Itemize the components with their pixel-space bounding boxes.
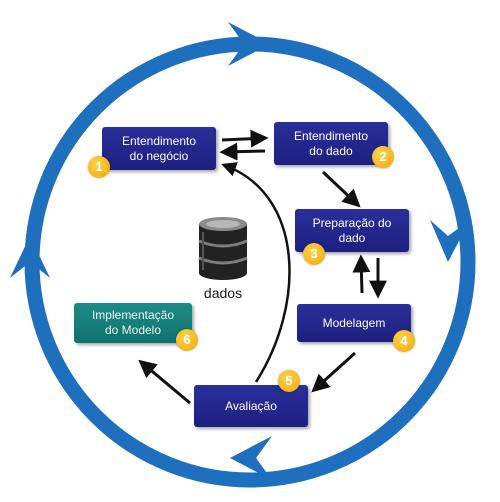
- arrow-2-to-3: [321, 170, 361, 208]
- step-2-label-line2: do dado: [309, 143, 353, 158]
- step-1-badge: 1: [88, 156, 110, 178]
- step-2-badge: 2: [372, 146, 394, 168]
- arrow-1-to-2: [221, 129, 269, 148]
- step-1-label-line2: do negócio: [129, 148, 189, 163]
- step-5-label: Avaliação: [225, 398, 277, 413]
- arrow-2-to-1: [219, 142, 266, 161]
- step-data-understanding: Entendimento do dado: [274, 122, 388, 165]
- step-3-label-line1: Preparação do: [312, 215, 392, 230]
- step-4-label: Modelagem: [322, 315, 386, 330]
- step-6-label-line2: do Modelo: [104, 323, 162, 337]
- step-1-label-line1: Entendimento: [121, 133, 197, 148]
- step-modeling: Modelagem: [297, 304, 411, 342]
- ring-arrowhead-right: [430, 220, 470, 262]
- step-6-label-line1: Implementação: [91, 308, 175, 322]
- ring-arrowhead-top: [228, 22, 270, 66]
- database-icon: [198, 217, 248, 280]
- step-data-preparation: Preparação do dado: [295, 209, 409, 252]
- arrow-5-to-6: [138, 359, 191, 405]
- step-4-badge: 4: [393, 330, 415, 352]
- arrow-4-to-3: [352, 254, 371, 294]
- ring-arrowhead-left: [10, 236, 50, 278]
- step-3-badge: 3: [303, 243, 325, 265]
- arrow-5-to-1: [221, 162, 291, 383]
- ring-arrowhead-bottom: [230, 436, 272, 480]
- step-business-understanding: Entendimento do negócio: [102, 127, 216, 170]
- step-6-badge: 6: [176, 329, 198, 351]
- arrow-4-to-5: [311, 351, 357, 393]
- database-label: dados: [203, 285, 243, 301]
- step-5-badge: 5: [278, 370, 300, 392]
- step-3-label-line2: dado: [338, 230, 366, 245]
- step-2-label-line1: Entendimento: [293, 128, 369, 143]
- step-deployment: Implementação do Modelo: [74, 303, 192, 343]
- step-evaluation: Avaliação: [194, 385, 308, 427]
